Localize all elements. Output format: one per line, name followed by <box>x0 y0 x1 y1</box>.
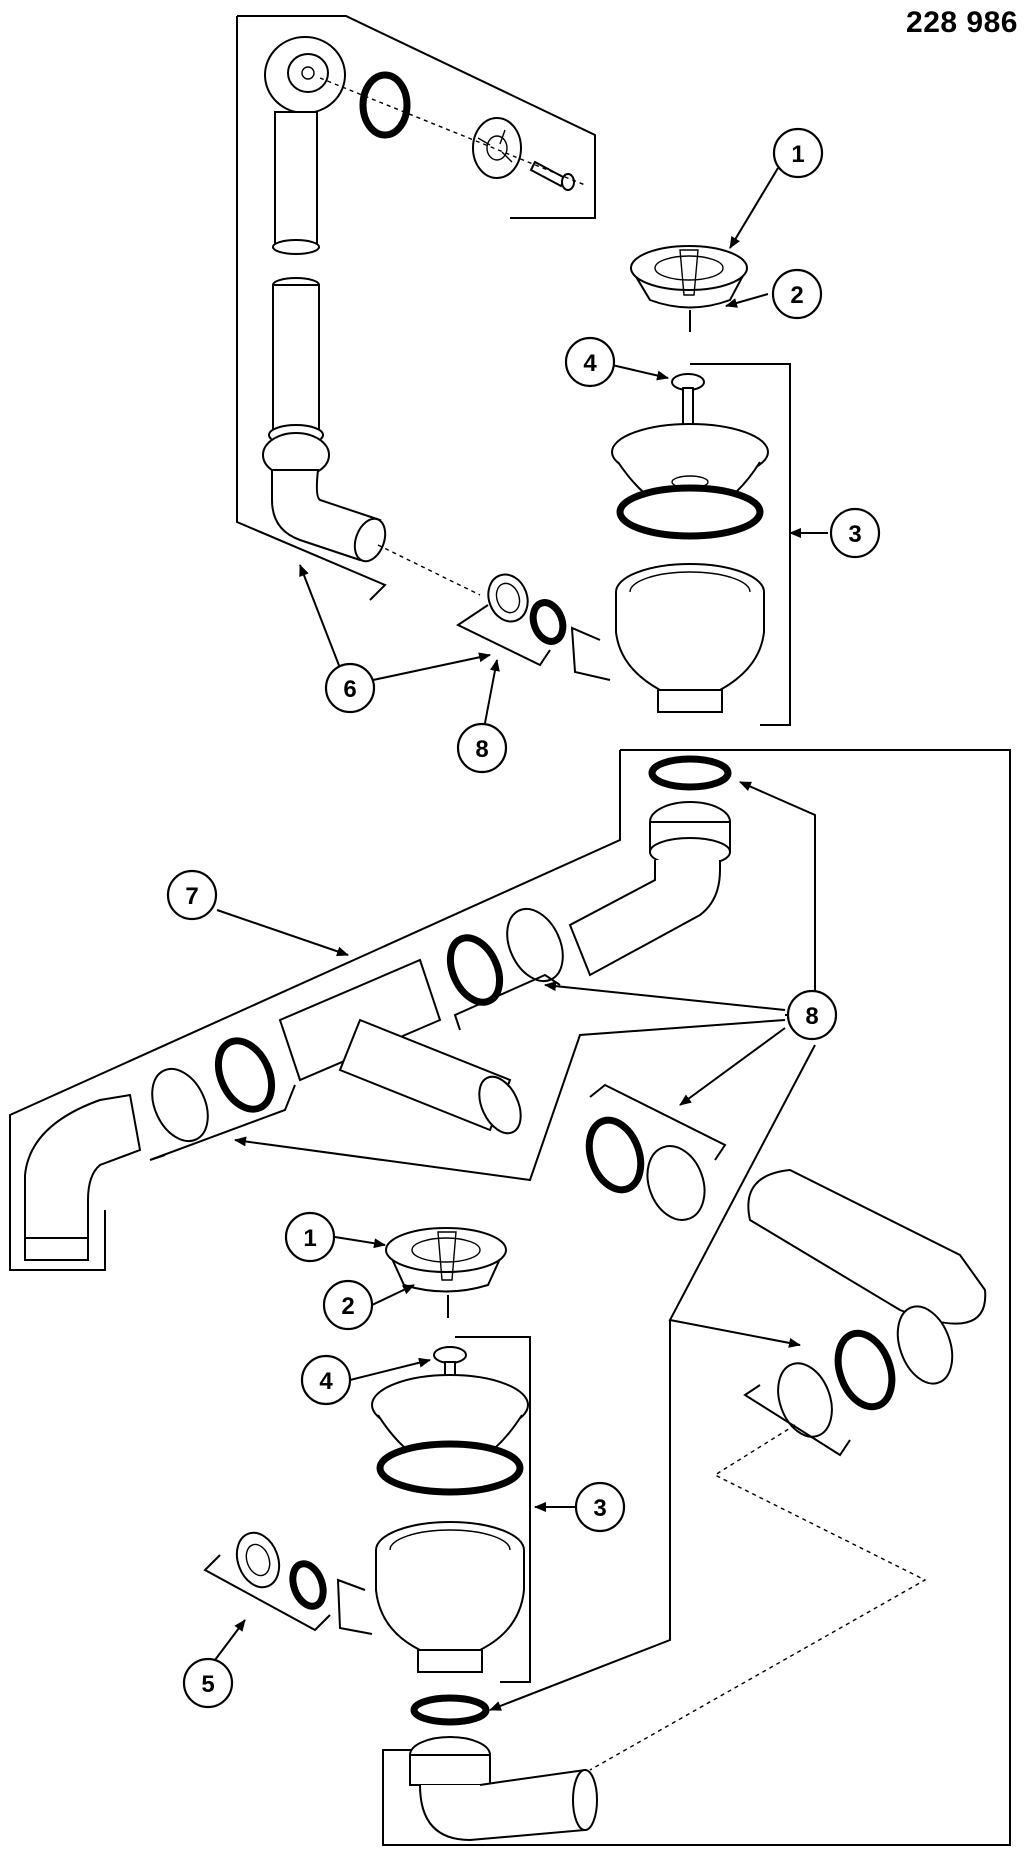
waste-bowl-bottom <box>336 1336 531 1683</box>
callout-2-top: 2 <box>771 268 823 320</box>
callout-1-bottom: 1 <box>284 1211 336 1263</box>
trap-assembly <box>9 749 1011 1846</box>
callout-8-top: 8 <box>456 722 508 774</box>
callout-label: 1 <box>791 141 804 168</box>
callout-1-top: 1 <box>772 127 824 179</box>
callout-label: 7 <box>185 883 198 910</box>
callout-label: 1 <box>303 1225 316 1252</box>
callout-4-bottom: 4 <box>300 1354 352 1406</box>
leader-lines <box>214 167 828 1711</box>
callout-label: 3 <box>593 1495 606 1522</box>
callout-8-mid: 8 <box>786 989 838 1041</box>
waste-bowl-top <box>570 363 791 726</box>
part-number: 228 986 <box>906 6 1018 39</box>
callout-7: 7 <box>166 869 218 921</box>
callout-3-bottom: 3 <box>574 1481 626 1533</box>
lower-right-pipe <box>589 1168 987 1771</box>
callout-2-bottom: 2 <box>322 1279 374 1331</box>
callout-label: 8 <box>475 736 488 763</box>
nut-gasket-set-top <box>455 573 567 667</box>
strainer-basket-top <box>629 245 749 332</box>
callout-label: 6 <box>343 676 356 703</box>
callout-label: 5 <box>201 1671 214 1698</box>
overflow-assembly <box>236 15 596 601</box>
nut-gasket-set-mid <box>585 1083 727 1221</box>
callout-label: 3 <box>848 521 861 548</box>
callout-label: 4 <box>319 1368 333 1395</box>
callout-label: 4 <box>583 350 597 377</box>
callout-label: 2 <box>341 1293 354 1320</box>
callout-label: 2 <box>790 282 803 309</box>
callout-label: 8 <box>805 1003 818 1030</box>
callout-5: 5 <box>182 1657 234 1709</box>
callout-4-top: 4 <box>564 336 616 388</box>
strainer-basket-bottom <box>385 1227 507 1318</box>
nut-gasket-set-bottom <box>203 1531 331 1632</box>
bottom-trap <box>409 1694 598 1842</box>
callout-3-top: 3 <box>829 507 881 559</box>
callout-6: 6 <box>324 662 376 714</box>
